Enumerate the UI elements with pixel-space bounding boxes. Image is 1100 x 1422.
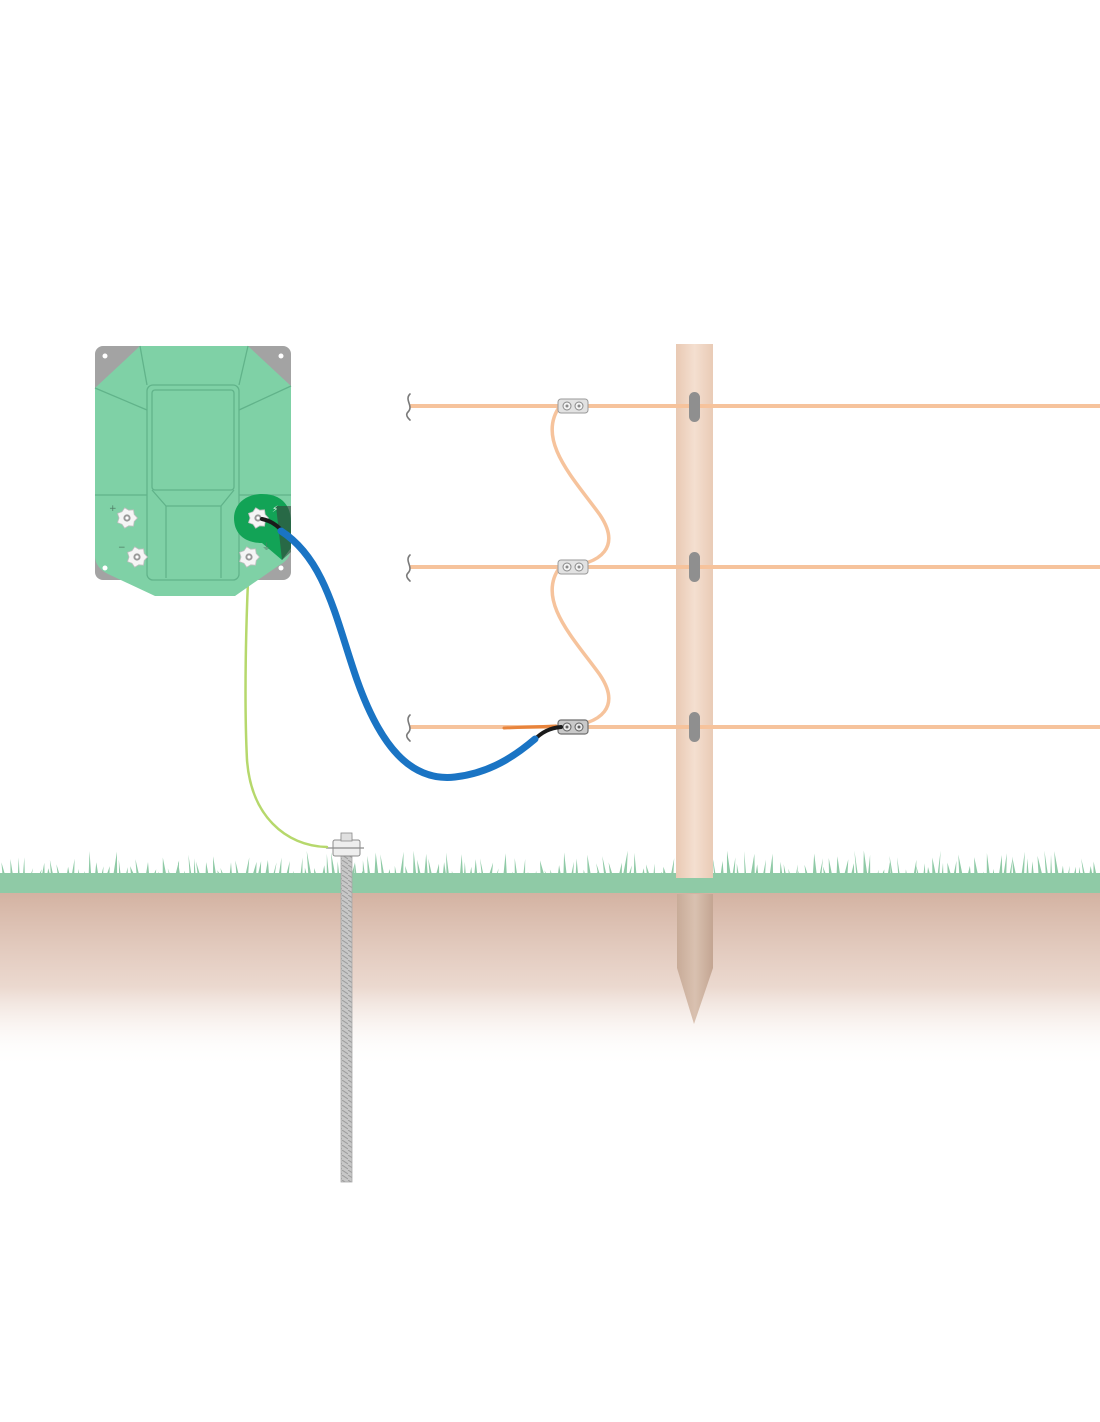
hv-cable xyxy=(260,517,563,781)
jumper-wires xyxy=(550,404,611,729)
post-insulators xyxy=(689,392,700,742)
insulator-middle xyxy=(689,552,700,582)
soil xyxy=(0,888,1100,1068)
energizer-body xyxy=(95,346,291,596)
insulator-top xyxy=(689,392,700,422)
insulator-bottom xyxy=(689,712,700,742)
wire-connectors xyxy=(557,398,589,735)
grass-blades xyxy=(0,850,1098,880)
wire-break-bottom xyxy=(405,714,411,742)
energizer: + − ⚡ ⏚ xyxy=(94,345,292,596)
wire-break-marks xyxy=(405,393,411,742)
wire-connector-top xyxy=(557,398,589,414)
ground xyxy=(0,850,1100,1068)
post-shaft xyxy=(676,344,713,878)
negative-terminal-sign: − xyxy=(118,543,126,553)
terminal-knobs xyxy=(117,507,270,568)
earth-terminal-knob xyxy=(239,546,261,568)
wire-connector-middle xyxy=(557,559,589,575)
earth-rod-shaft xyxy=(340,835,353,1183)
jumper-wire-middle-bottom xyxy=(550,565,611,729)
negative-terminal-knob xyxy=(127,546,149,568)
wire-break-middle xyxy=(405,554,411,582)
wire-break-top xyxy=(405,393,411,421)
earth-lead-wire xyxy=(244,557,329,849)
earth-terminal-sign: ⏚ xyxy=(262,542,271,553)
hv-cable-insulation xyxy=(277,527,539,781)
fence-terminal-knob xyxy=(248,507,270,529)
positive-terminal-knob xyxy=(117,507,139,529)
fence-terminal-sign: ⚡ xyxy=(272,505,278,515)
fence-wires xyxy=(409,404,1100,729)
fence-post xyxy=(676,344,713,1024)
energizer-screws xyxy=(102,353,284,571)
post-stake xyxy=(677,894,713,1024)
jumper-wire-top-middle xyxy=(550,404,611,569)
earth-rod-clamp xyxy=(326,832,364,857)
earth-rod xyxy=(326,832,364,1183)
hv-cable-core-orange xyxy=(502,724,558,730)
positive-terminal-sign: + xyxy=(109,504,117,514)
